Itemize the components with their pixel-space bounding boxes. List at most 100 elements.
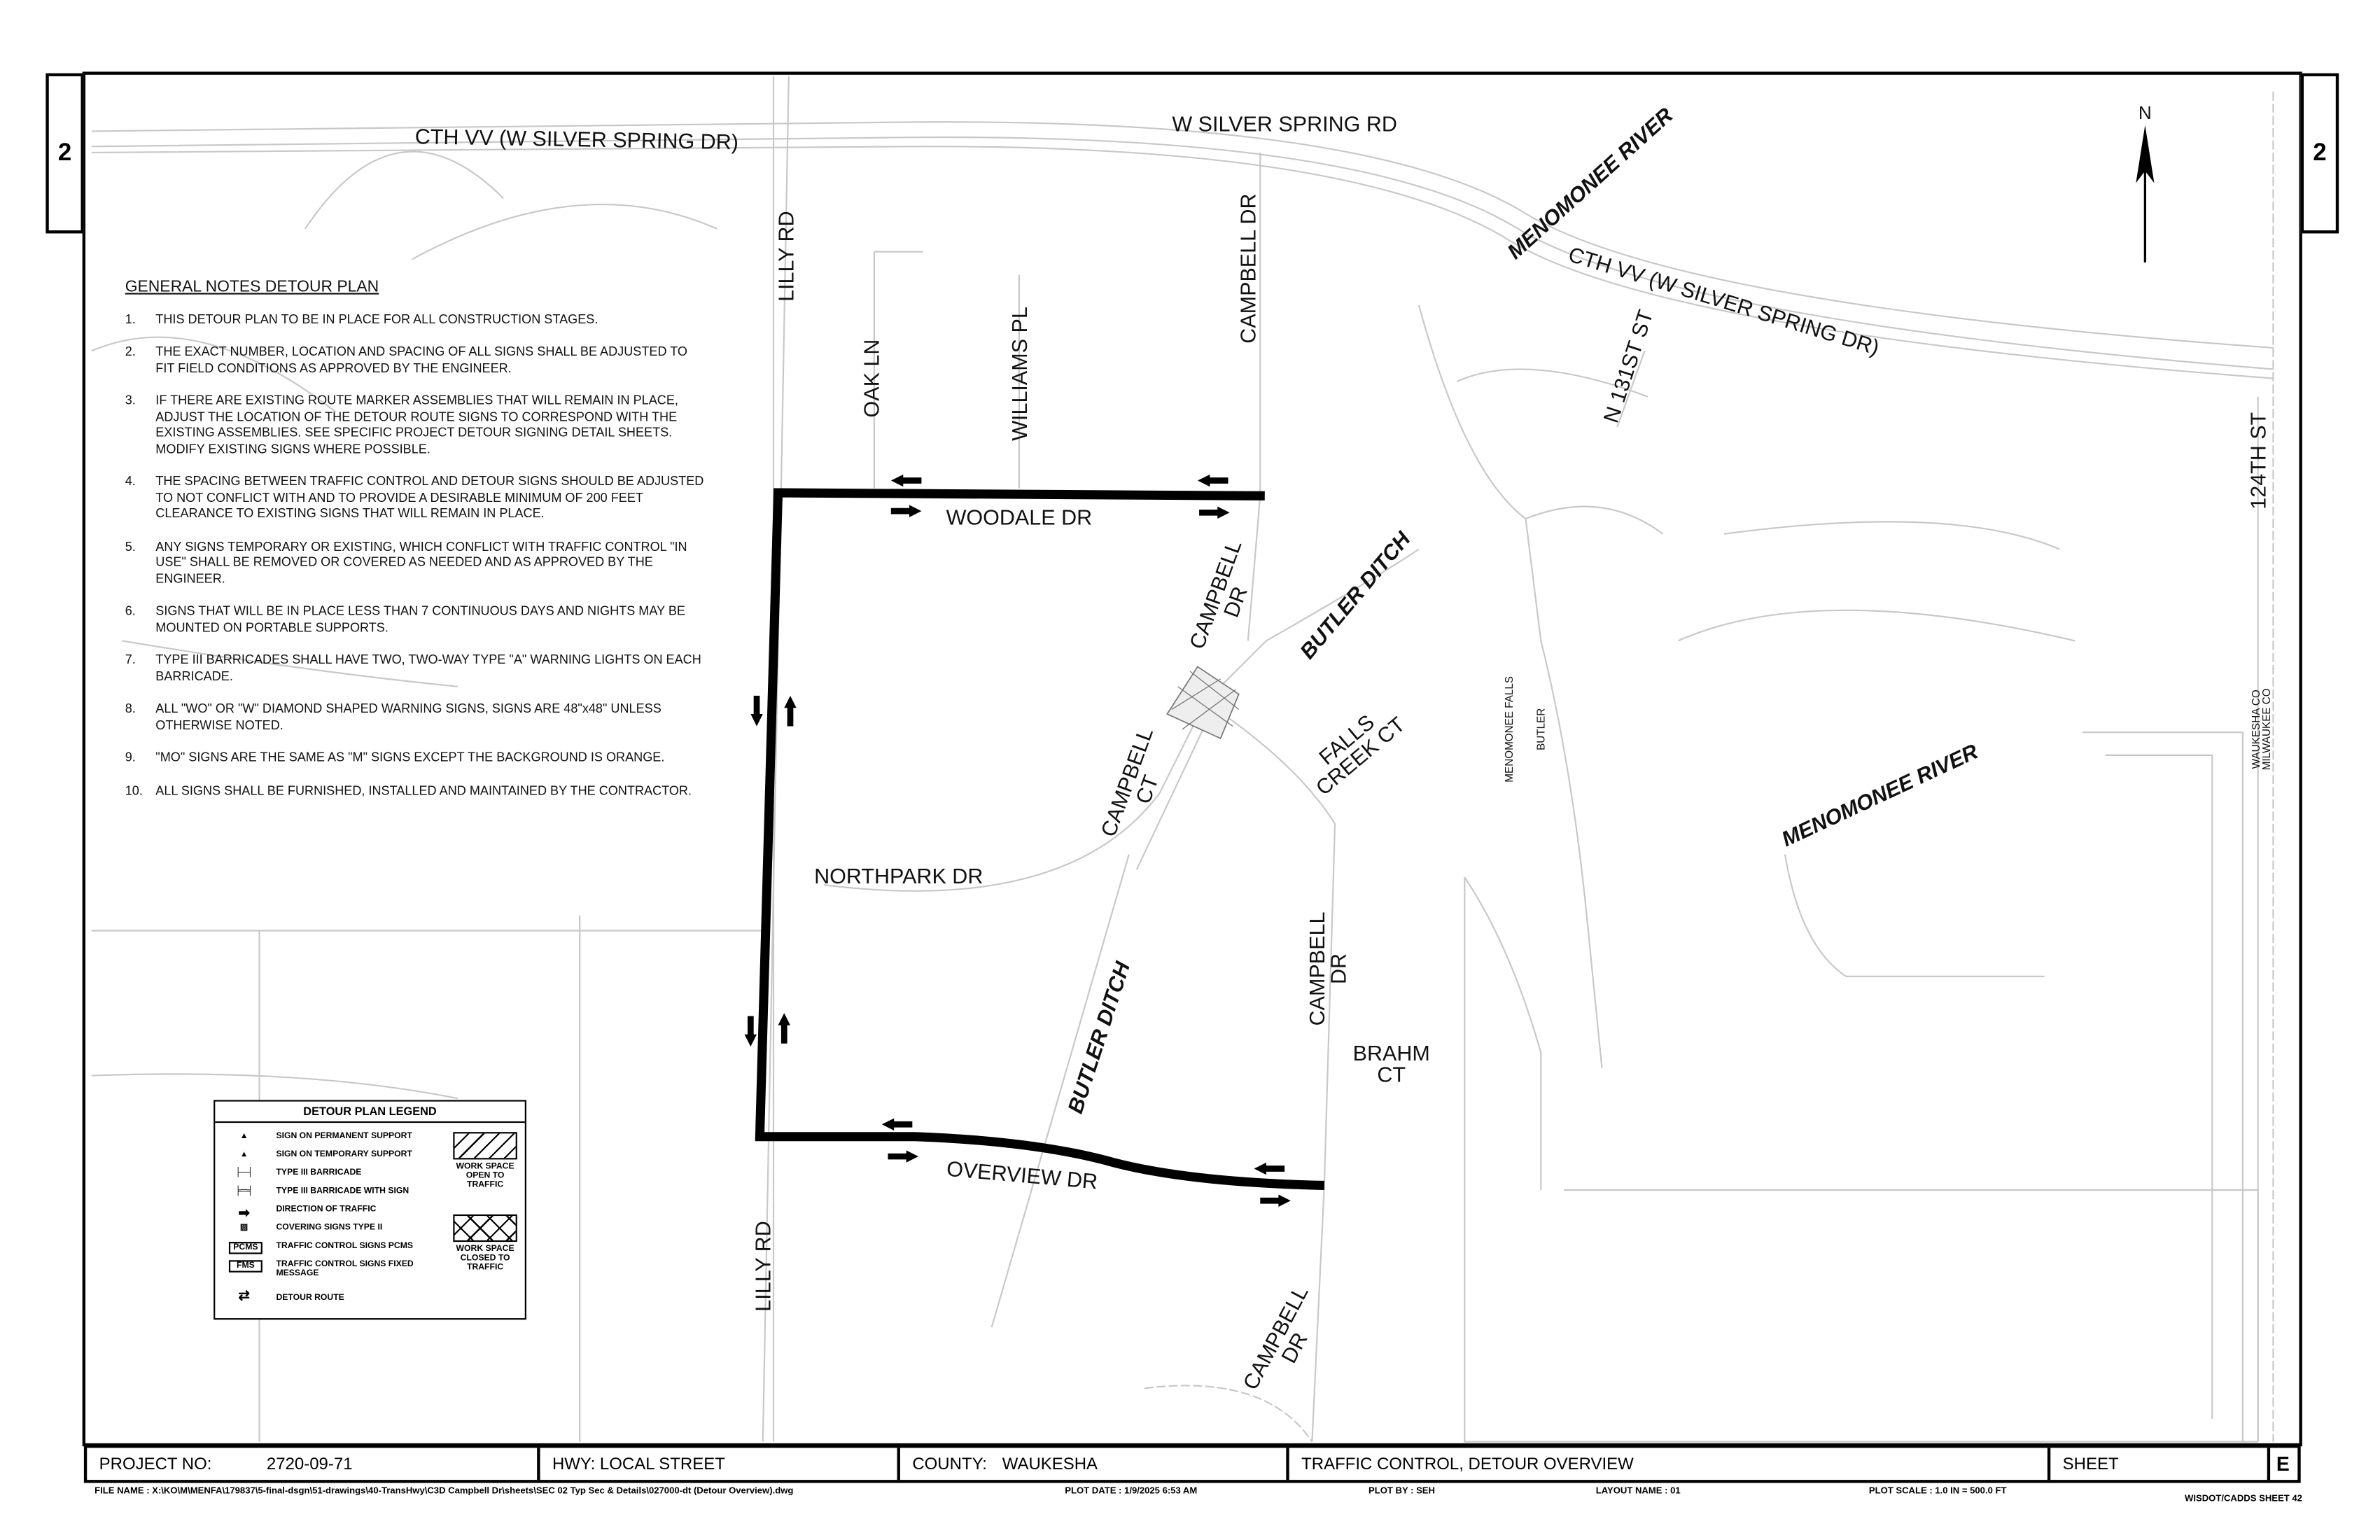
road-label: WOODALE DR: [946, 505, 1093, 530]
note-number: 3.: [125, 392, 136, 407]
road-label: WILLIAMS PL: [1007, 307, 1032, 441]
work-space-open: WORK SPACE OPEN TO TRAFFIC: [447, 1132, 524, 1190]
layout-name: LAYOUT NAME : 01: [1595, 1488, 1681, 1497]
title-block: PROJECT NO:2720-09-71 HWY: LOCAL STREET …: [83, 1444, 2301, 1483]
road-label: CTH VV (W SILVER SPRING DR): [414, 123, 739, 154]
arrow-down-icon: [744, 1016, 757, 1047]
note-item: 8. ALL "WO" OR "W" DIAMOND SHAPED WARNING…: [125, 700, 705, 732]
note-number: 9.: [125, 749, 136, 764]
road-label: W SILVER SPRING RD: [1172, 111, 1397, 136]
note-number: 5.: [125, 538, 136, 554]
note-text: "MO" SIGNS ARE THE SAME AS "M" SIGNS EXC…: [155, 749, 665, 764]
arrow-down-icon: [750, 695, 763, 727]
note-number: 6.: [125, 602, 136, 618]
legend-item: ▨COVERING SIGNS TYPE II: [240, 1224, 382, 1233]
arrow-right-icon: [1199, 506, 1230, 519]
note-number: 8.: [125, 700, 136, 716]
detour-plan-legend: DETOUR PLAN LEGEND ▲SIGN ON PERMANENT SU…: [214, 1100, 526, 1320]
sheet-tab-left: 2: [46, 73, 84, 234]
sheet-letter: E: [2276, 1452, 2290, 1476]
covering-sign-icon: ▨: [239, 1223, 248, 1233]
note-text: THE SPACING BETWEEN TRAFFIC CONTROL AND …: [155, 472, 704, 521]
sheet-cell: SHEET: [2050, 1448, 2271, 1480]
note-item: 3. IF THERE ARE EXISTING ROUTE MARKER ASS…: [125, 392, 705, 456]
road-label: LILLY RD: [750, 1221, 776, 1312]
sign-permanent-icon: ▲: [239, 1132, 248, 1142]
note-number: 10.: [125, 781, 143, 797]
legend-item: ▴SIGN ON TEMPORARY SUPPORT: [242, 1150, 412, 1159]
road-label: OAK LN: [859, 339, 883, 418]
plot-by: PLOT BY : SEH: [1368, 1488, 1435, 1497]
hwy-cell: HWY: LOCAL STREET: [540, 1448, 900, 1480]
project-cell: PROJECT NO:2720-09-71: [87, 1448, 540, 1480]
detour-route-icon: ⇄: [238, 1287, 250, 1303]
note-item: 4.THE SPACING BETWEEN TRAFFIC CONTROL AN…: [125, 473, 705, 522]
note-item: 5. ANY SIGNS TEMPORARY OR EXISTING, WHICH…: [125, 538, 705, 586]
legend-item: ⇄DETOUR ROUTE: [238, 1287, 344, 1303]
legend-item: ├─┤TYPE III BARRICADE: [235, 1168, 362, 1177]
arrow-right-icon: [888, 1150, 919, 1163]
note-number: 1.: [125, 310, 136, 326]
work-space-closed-area: [1166, 666, 1240, 740]
legend-item: ▲SIGN ON PERMANENT SUPPORT: [240, 1132, 412, 1141]
arrow-right-icon: [890, 505, 922, 517]
road-label: CAMPBELL DR: [1236, 193, 1261, 344]
work-space-closed: WORK SPACE CLOSED TO TRAFFIC: [447, 1214, 524, 1273]
note-text: IF THERE ARE EXISTING ROUTE MARKER ASSEM…: [155, 392, 678, 456]
general-notes: GENERAL NOTES DETOUR PLAN 1. THIS DETOUR …: [125, 279, 705, 815]
note-item: 9. "MO" SIGNS ARE THE SAME AS "M" SIGNS E…: [125, 749, 705, 765]
note-item: 10. ALL SIGNS SHALL BE FURNISHED, INSTALL…: [125, 782, 705, 798]
arrow-up-icon: [784, 695, 797, 727]
cadds-sheet: WISDOT/CADDS SHEET 42: [2185, 1494, 2302, 1504]
plot-scale: PLOT SCALE : 1.0 IN = 500.0 FT: [1868, 1488, 2007, 1497]
arrow-left-icon: [881, 1118, 913, 1131]
legend-item: ➡DIRECTION OF TRAFFIC: [238, 1205, 376, 1221]
base-roads: [91, 76, 2274, 1443]
note-text: THE EXACT NUMBER, LOCATION AND SPACING O…: [155, 343, 688, 375]
pcms-icon: PCMS: [228, 1242, 262, 1254]
note-item: 1. THIS DETOUR PLAN TO BE IN PLACE FOR AL…: [125, 311, 705, 327]
municipality-label: MENOMONEE FALLS: [1505, 676, 1516, 783]
road-label: 124TH ST: [2246, 412, 2271, 510]
county-cell: COUNTY:WAUKESHA: [900, 1448, 1289, 1480]
note-text: ALL SIGNS SHALL BE FURNISHED, INSTALLED …: [155, 781, 692, 797]
note-item: 7. TYPE III BARRICADES SHALL HAVE TWO, TW…: [125, 652, 705, 684]
note-text: SIGNS THAT WILL BE IN PLACE LESS THAN 7 …: [155, 602, 685, 634]
note-item: 2. THE EXACT NUMBER, LOCATION AND SPACING…: [125, 343, 705, 375]
north-arrow-icon: [2136, 125, 2155, 262]
sign-temporary-icon: ▴: [241, 1150, 246, 1160]
direction-arrow-icon: ➡: [238, 1205, 250, 1221]
sheet-tab-right: 2: [2300, 73, 2339, 234]
note-number: 7.: [125, 651, 136, 667]
sheet-title-cell: TRAFFIC CONTROL, DETOUR OVERVIEW: [1289, 1448, 2051, 1480]
barricade-sign-icon: ╞═╡: [234, 1186, 253, 1196]
note-text: TYPE III BARRICADES SHALL HAVE TWO, TWO-…: [155, 651, 701, 683]
legend-item: ╞═╡TYPE III BARRICADE WITH SIGN: [235, 1187, 409, 1196]
note-number: 2.: [125, 343, 136, 359]
road-label: LILLY RD: [774, 211, 798, 302]
note-text: ANY SIGNS TEMPORARY OR EXISTING, WHICH C…: [155, 538, 687, 585]
arrow-up-icon: [778, 1013, 790, 1044]
barricade-icon: ├─┤: [234, 1168, 253, 1178]
notes-title: GENERAL NOTES DETOUR PLAN: [125, 277, 379, 296]
note-text: ALL "WO" OR "W" DIAMOND SHAPED WARNING S…: [155, 700, 662, 732]
hatch-open-icon: [453, 1132, 517, 1160]
hatch-closed-icon: [453, 1214, 517, 1242]
file-name: FILE NAME : X:\KO\M\MENFA\179837\5-final…: [94, 1488, 794, 1497]
plot-date: PLOT DATE : 1/9/2025 6:53 AM: [1065, 1488, 1198, 1497]
legend-title: DETOUR PLAN LEGEND: [215, 1102, 525, 1124]
road-label: NORTHPARK DR: [814, 863, 983, 888]
north-label: N: [2138, 102, 2152, 124]
note-text: THIS DETOUR PLAN TO BE IN PLACE FOR ALL …: [155, 310, 598, 326]
note-item: 6. SIGNS THAT WILL BE IN PLACE LESS THAN …: [125, 603, 705, 635]
fms-icon: FMS: [228, 1260, 262, 1273]
municipality-label: BUTLER: [1536, 708, 1548, 750]
arrow-left-icon: [1254, 1162, 1285, 1175]
detour-route: [755, 488, 1324, 1191]
